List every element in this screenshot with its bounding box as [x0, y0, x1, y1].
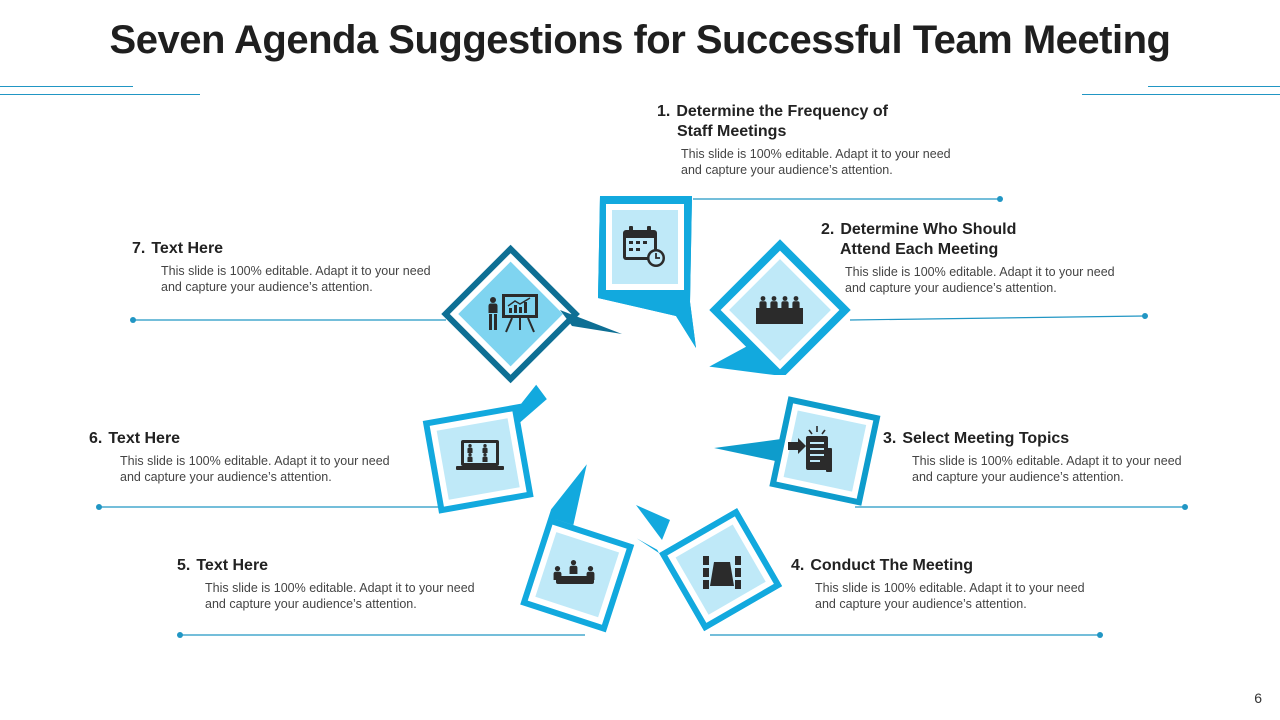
title-rule-right-2	[1082, 94, 1280, 95]
item-description-line2: and capture your audience’s attention.	[815, 597, 1027, 611]
round-table-meeting-icon	[553, 560, 595, 584]
agenda-item-4: 4. Conduct The Meeting This slide is 100%…	[791, 556, 1085, 612]
item-title: Text Here	[151, 240, 224, 257]
item-number: 1.	[657, 103, 671, 120]
item-description-line2: and capture your audience’s attention.	[912, 470, 1124, 484]
title-rule-left-1	[0, 86, 133, 87]
agenda-item-3: 3. Select Meeting Topics This slide is 10…	[883, 429, 1182, 485]
document-list-icon	[788, 426, 832, 472]
agenda-item-1: 1. Determine the Frequency of Staff Meeti…	[657, 102, 951, 178]
conference-table-icon	[703, 556, 741, 589]
tile-3-topics	[714, 396, 881, 506]
calendar-clock-icon	[623, 226, 665, 267]
presentation-board-icon	[488, 294, 538, 333]
item-title: Select Meeting Topics	[902, 430, 1070, 447]
tile-4-conduct	[636, 508, 783, 632]
item-number: 3.	[883, 430, 897, 447]
item-description-line2: and capture your audience’s attention.	[205, 597, 417, 611]
item-description-line1: This slide is 100% editable. Adapt it to…	[815, 581, 1085, 595]
item-description-line1: This slide is 100% editable. Adapt it to…	[681, 147, 951, 161]
item-description-line1: This slide is 100% editable. Adapt it to…	[845, 265, 1115, 279]
title-rule-right-1	[1148, 86, 1280, 87]
audience-table-icon	[756, 296, 803, 324]
item-title-line2: Attend Each Meeting	[840, 241, 999, 258]
agenda-item-2: 2. Determine Who Should Attend Each Meeti…	[821, 220, 1115, 296]
item-number: 2.	[821, 221, 835, 238]
agenda-item-6: 6. Text Here This slide is 100% editable.…	[89, 429, 390, 485]
item-description-line2: and capture your audience’s attention.	[120, 470, 332, 484]
arrow-4-tip	[636, 505, 670, 540]
video-call-laptop-icon	[456, 440, 504, 470]
page-title: Seven Agenda Suggestions for Successful …	[109, 18, 1171, 62]
item-description-line1: This slide is 100% editable. Adapt it to…	[912, 454, 1182, 468]
title-rule-left-2	[0, 94, 200, 95]
item-title: Determine the Frequency of	[676, 103, 888, 120]
item-title: Text Here	[196, 557, 269, 574]
agenda-item-5: 5. Text Here This slide is 100% editable.…	[177, 556, 475, 612]
item-description-line1: This slide is 100% editable. Adapt it to…	[205, 581, 475, 595]
agenda-item-7: 7. Text Here This slide is 100% editable.…	[132, 239, 431, 295]
item-title: Conduct The Meeting	[810, 557, 973, 574]
item-title-line2: Staff Meetings	[677, 123, 787, 140]
item-description-line2: and capture your audience’s attention.	[681, 163, 893, 177]
tile-1-frequency	[598, 196, 696, 348]
item-number: 7.	[132, 240, 146, 257]
item-title: Determine Who Should	[840, 221, 1017, 238]
connector-lines	[96, 196, 1188, 638]
item-number: 6.	[89, 430, 103, 447]
item-description-line1: This slide is 100% editable. Adapt it to…	[120, 454, 390, 468]
arrow-7-tip	[560, 310, 622, 334]
item-description-line2: and capture your audience’s attention.	[161, 280, 373, 294]
tile-5	[520, 464, 635, 633]
item-title: Text Here	[108, 430, 181, 447]
item-description-line2: and capture your audience’s attention.	[845, 281, 1057, 295]
item-description-line1: This slide is 100% editable. Adapt it to…	[161, 264, 431, 278]
item-number: 5.	[177, 557, 191, 574]
page-number: 6	[1254, 690, 1262, 706]
item-number: 4.	[791, 557, 805, 574]
